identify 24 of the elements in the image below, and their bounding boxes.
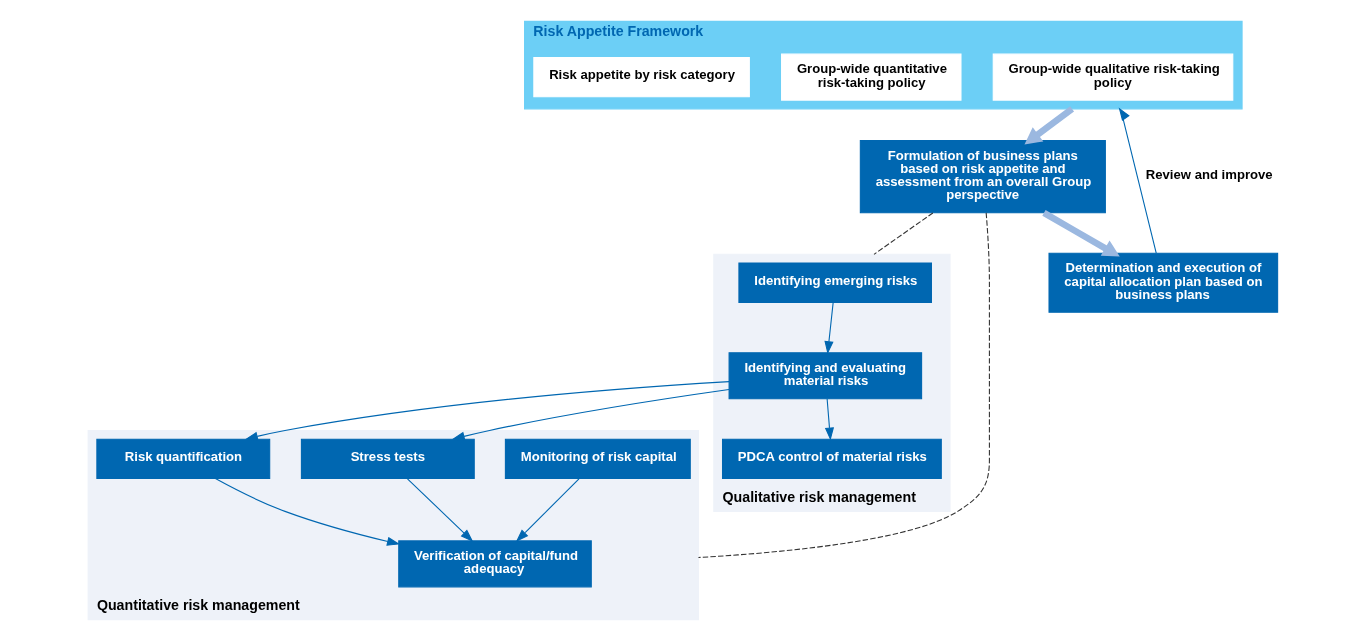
arrow — [1118, 107, 1157, 254]
arrow — [406, 478, 474, 542]
node-box: Monitoring of risk capital — [504, 438, 691, 480]
node-box: PDCA control of material risks — [722, 438, 942, 480]
node-box: Identifying emerging risks — [738, 262, 932, 303]
arrow — [1042, 210, 1120, 257]
node-box: Risk appetite by risk category — [533, 56, 750, 98]
node-box: Determination and execution of capital allocation plan based on business plans — [1048, 252, 1279, 313]
node-box: Identifying and evaluating material risks — [728, 352, 923, 400]
node-box: Risk quantification — [96, 438, 271, 480]
arrow — [515, 478, 580, 542]
node-box: Verification of capital/fund adequacy — [398, 540, 592, 588]
node-box: Formulation of business plans based on risk appetite and assessment from an overall Group perspective — [859, 140, 1106, 214]
edge-label: Review and improve — [1145, 166, 1273, 182]
arrow — [244, 381, 730, 441]
arrow — [451, 388, 730, 441]
node-box: Group-wide qualitative risk-taking policy — [992, 53, 1234, 101]
arrow — [214, 478, 401, 546]
connector — [873, 212, 934, 255]
node-box: Stress tests — [300, 438, 475, 480]
arrow — [824, 398, 835, 441]
node-box: Group-wide quantitative risk-taking policy — [781, 53, 962, 101]
connector — [697, 212, 990, 559]
arrow — [824, 302, 834, 355]
